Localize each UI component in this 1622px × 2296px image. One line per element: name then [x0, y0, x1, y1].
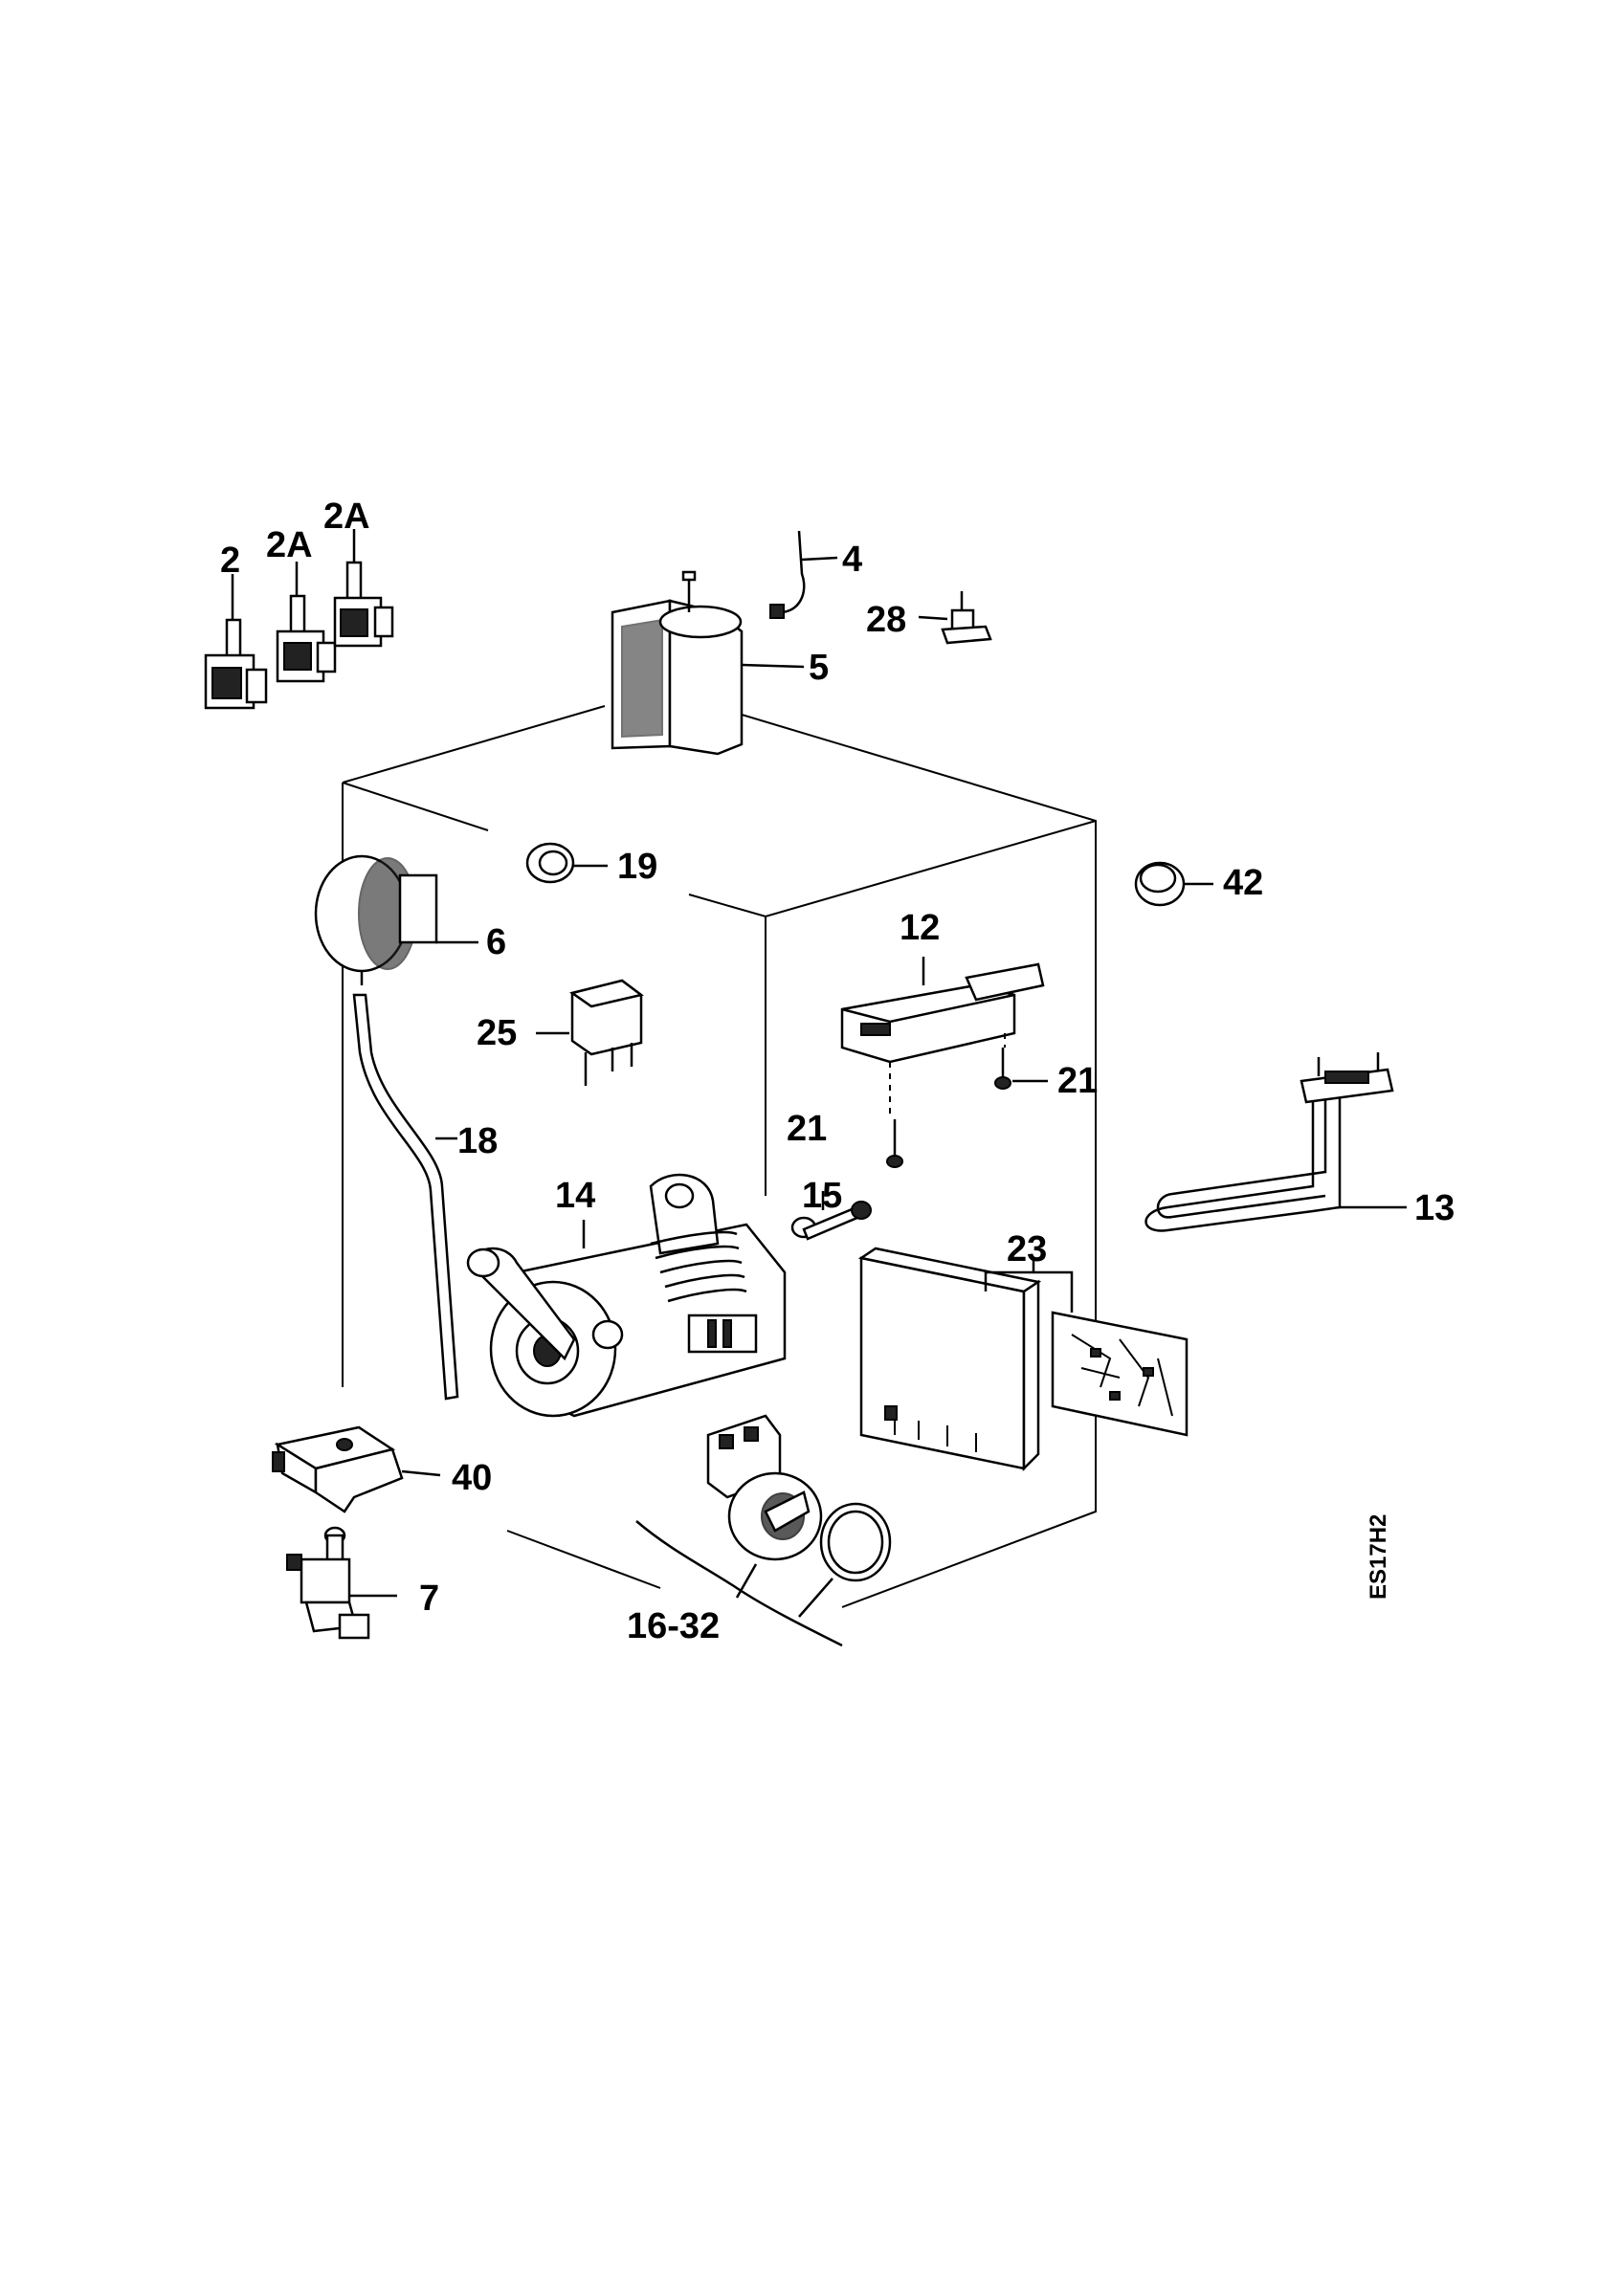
motor-part-14: [466, 1173, 817, 1418]
drawing-code: ES17H2: [1366, 1514, 1391, 1600]
motor-windings: [650, 1230, 747, 1303]
suppressor-part-25: [536, 979, 644, 1086]
callout-21-left: 21: [787, 1109, 827, 1149]
callout-15: 15: [802, 1176, 842, 1216]
callout-25: 25: [477, 1013, 517, 1053]
bracket-part-40: [272, 1425, 441, 1513]
hose-part-18: [352, 993, 459, 1401]
callout-23: 23: [1007, 1229, 1047, 1269]
callout-18: 18: [457, 1121, 498, 1161]
screw-part-21-left: [886, 1119, 903, 1168]
callout-2a-left: 2A: [266, 525, 313, 565]
callout-4: 4: [842, 540, 862, 580]
callout-42: 42: [1223, 863, 1263, 903]
sensor-part-28: [918, 591, 992, 645]
callout-40: 40: [452, 1458, 492, 1498]
selector-switch-part-2a-right: [333, 529, 394, 648]
control-module-part-23: [857, 1247, 1074, 1472]
selector-switch-part-2: [204, 574, 268, 710]
programme-timer-part-5: [611, 570, 805, 756]
callout-labels: 2 2A 2A 4 5 28 19 42 6 12 25 21 21 18 13…: [220, 497, 1455, 1646]
callout-16-32: 16-32: [627, 1606, 720, 1646]
callout-2a-right: 2A: [323, 497, 370, 537]
callout-5: 5: [809, 648, 829, 688]
cap-part-42: [1134, 861, 1213, 907]
callout-6: 6: [486, 922, 506, 962]
circuit-board-part-23: [1051, 1311, 1189, 1437]
grommet-part-19: [525, 842, 608, 884]
callout-7: 7: [419, 1578, 439, 1619]
solenoid-valve-part-7: [286, 1526, 397, 1640]
screw-part-21-right: [994, 1048, 1048, 1090]
drain-pump-part-16-32: [635, 1414, 892, 1647]
pressure-switch-part-6: [314, 854, 478, 985]
bolt-part-15: [802, 1191, 872, 1241]
callout-14: 14: [555, 1176, 595, 1216]
selector-switch-part-2a-left: [276, 562, 337, 683]
callout-2: 2: [220, 541, 240, 581]
door-interlock-part-12: [840, 957, 1045, 1119]
wire-part-4: [769, 530, 838, 619]
heating-element-part-13: [1144, 1052, 1407, 1232]
callout-21-right: 21: [1057, 1061, 1098, 1101]
callout-13: 13: [1414, 1188, 1455, 1228]
callout-28: 28: [866, 600, 906, 640]
callout-12: 12: [900, 908, 940, 948]
callout-19: 19: [617, 847, 657, 887]
